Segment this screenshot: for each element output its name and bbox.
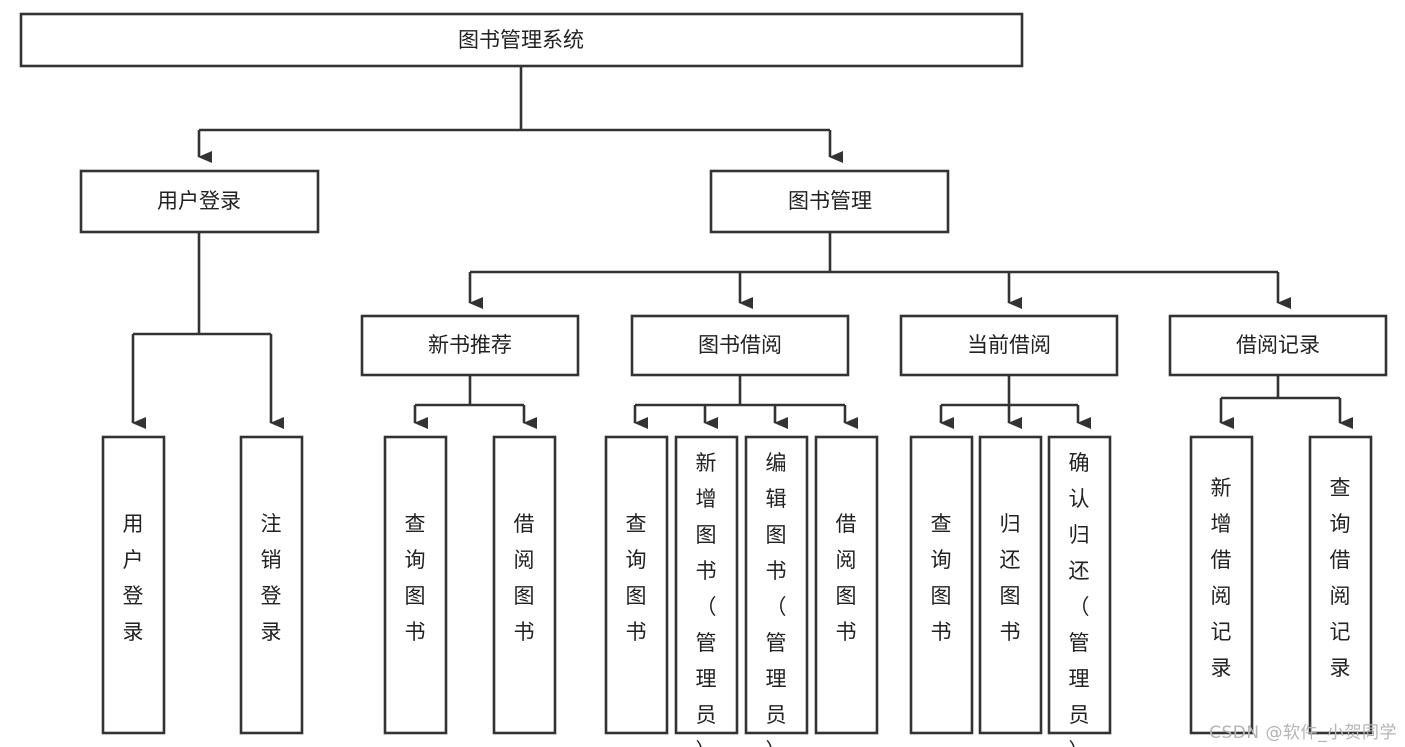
leaf-node-add-book-admin[interactable]: 新增图书（管理员） <box>674 435 739 747</box>
leaf-label: 查询图书 <box>405 512 426 644</box>
connector-layer <box>131 66 1353 429</box>
leaf-box <box>101 435 166 735</box>
leaf-node-user-login-signin[interactable]: 用户登录 <box>101 435 166 735</box>
leaf-box <box>978 435 1043 735</box>
node-new-book-box <box>360 314 580 377</box>
leaf-node-user-logout[interactable]: 注销登录 <box>239 435 304 735</box>
leaf-box <box>1047 435 1112 735</box>
node-current-borrow[interactable]: 当前借阅 <box>899 314 1119 377</box>
leaf-label: 用户登录 <box>123 512 144 644</box>
leaf-label: 查询图书 <box>626 512 647 644</box>
node-borrow-records-box <box>1168 314 1388 377</box>
leaf-label: 新增借阅记录 <box>1211 476 1232 680</box>
node-root-book-management-system[interactable]: 图书管理系统 <box>19 12 1024 68</box>
node-borrow-records[interactable]: 借阅记录 <box>1168 314 1388 377</box>
leaf-box <box>1189 435 1254 735</box>
node-book-management[interactable]: 图书管理 <box>709 169 950 234</box>
node-new-book-label: 新书推荐 <box>428 333 512 357</box>
leaf-node-query-book-newbook[interactable]: 查询图书 <box>383 435 448 735</box>
leaf-box <box>909 435 974 735</box>
node-book-management-label: 图书管理 <box>788 189 872 213</box>
leaf-box <box>604 435 669 735</box>
leaf-box <box>383 435 448 735</box>
leaf-label: 查询借阅记录 <box>1330 476 1351 680</box>
leaf-node-return-book[interactable]: 归还图书 <box>978 435 1043 735</box>
leaf-label: 借阅图书 <box>836 512 857 644</box>
node-user-login-label: 用户登录 <box>157 189 241 213</box>
leaf-node-query-borrow-record[interactable]: 查询借阅记录 <box>1308 435 1373 735</box>
leaf-node-edit-book-admin[interactable]: 编辑图书（管理员） <box>744 435 809 747</box>
node-current-borrow-label: 当前借阅 <box>967 333 1051 357</box>
leaf-node-query-book-borrow[interactable]: 查询图书 <box>604 435 669 735</box>
node-book-borrow[interactable]: 图书借阅 <box>630 314 850 377</box>
node-new-book-recommendation[interactable]: 新书推荐 <box>360 314 580 377</box>
leaf-node-query-book-current[interactable]: 查询图书 <box>909 435 974 735</box>
leaf-label: 借阅图书 <box>514 512 535 644</box>
leaf-box <box>674 435 739 735</box>
leaf-box <box>492 435 557 735</box>
node-current-borrow-box <box>899 314 1119 377</box>
node-book-management-box <box>709 169 950 234</box>
node-borrow-records-label: 借阅记录 <box>1236 333 1320 357</box>
node-user-login-box <box>79 169 320 234</box>
leaf-box <box>744 435 809 735</box>
node-book-borrow-box <box>630 314 850 377</box>
leaf-box <box>1308 435 1373 735</box>
leaf-node-confirm-return-admin[interactable]: 确认归还（管理员） <box>1047 435 1112 747</box>
node-root-label: 图书管理系统 <box>458 28 584 52</box>
leaf-box <box>239 435 304 735</box>
leaf-box <box>814 435 879 735</box>
leaf-node-borrow-book-borrow[interactable]: 借阅图书 <box>814 435 879 735</box>
leaf-label: 归还图书 <box>1000 512 1021 644</box>
leaf-label: 编辑图书（管理员） <box>766 451 787 747</box>
leaf-label: 查询图书 <box>931 512 952 644</box>
leaf-label: 确认归还（管理员） <box>1069 451 1090 747</box>
leaf-label: 新增图书（管理员） <box>696 451 717 747</box>
node-root-box <box>19 12 1024 68</box>
node-user-login[interactable]: 用户登录 <box>79 169 320 234</box>
leaf-node-borrow-book-newbook[interactable]: 借阅图书 <box>492 435 557 735</box>
leaf-label: 注销登录 <box>261 512 282 644</box>
node-book-borrow-label: 图书借阅 <box>698 333 782 357</box>
leaf-node-add-borrow-record[interactable]: 新增借阅记录 <box>1189 435 1254 735</box>
